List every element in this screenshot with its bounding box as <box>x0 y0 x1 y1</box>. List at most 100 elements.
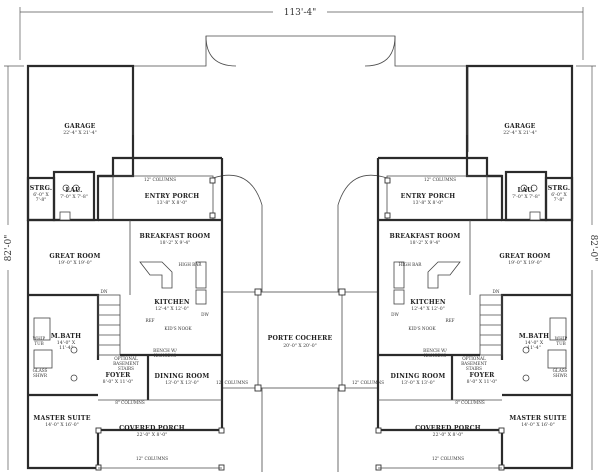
kitchen-size: 12'-4" X 12'-0" <box>411 306 445 312</box>
kids-nook-note: KID'S NOOK <box>408 326 436 331</box>
garage-size: 22'-4" X 21'-4" <box>503 130 537 136</box>
optional-note: OPTIONAL <box>462 356 486 361</box>
columns-8-note: 8" COLUMNS <box>115 400 145 405</box>
dining-room-label: DINING ROOM <box>391 373 446 380</box>
hanging-note: HANGING <box>424 353 447 358</box>
dining-room-label: DINING ROOM <box>155 373 210 380</box>
garage-label: GARAGE <box>64 123 95 130</box>
master-bath-size-2: 11'-4" <box>527 345 541 351</box>
storage-size: 6'-0" X <box>33 192 49 198</box>
shwr-note: SHWR <box>553 373 568 378</box>
right-unit <box>375 64 574 471</box>
storage-size: 6'-0" X <box>551 192 567 198</box>
basement-stairs <box>97 294 121 356</box>
dn-note: DN <box>492 289 499 294</box>
porte-column <box>338 384 346 392</box>
stairs-note: STAIRS <box>118 366 134 371</box>
dw-note: DW <box>201 312 209 317</box>
great-room-label: GREAT ROOM <box>499 253 550 260</box>
glass-note: GLASS <box>553 368 568 373</box>
whip-note: WHIP <box>33 336 46 341</box>
master-bath-size: 14'-0" X <box>57 340 76 346</box>
whip-note: WHIP <box>555 336 568 341</box>
columns-note: 12" COLUMNS <box>144 177 176 182</box>
master-suite-label: MASTER SUITE <box>33 415 90 422</box>
covered-porch-label: COVERED PORCH <box>415 425 481 432</box>
columns-note: 12" COLUMNS <box>216 380 248 385</box>
covered-porch-label: COVERED PORCH <box>119 425 185 432</box>
storage-label: STRG. <box>30 185 52 192</box>
breakfast-room-size: 18'-2" X 9'-4" <box>410 240 441 246</box>
ref-note: REF <box>445 318 454 323</box>
kitchen-label: KITCHEN <box>410 299 446 306</box>
porte-column <box>254 384 262 392</box>
overall-depth-dimension-left: 82'-0" <box>4 65 24 470</box>
dining-room-size: 13'-0" X 13'-0" <box>165 380 199 386</box>
great-room-size: 19'-0" X 19'-0" <box>508 260 542 266</box>
bench-note: BENCH W/ <box>153 348 177 353</box>
garage-size: 22'-4" X 21'-4" <box>63 130 97 136</box>
foyer-size: 8'-0" X 11'-0" <box>467 379 498 385</box>
breakfast-room-label: BREAKFAST ROOM <box>390 233 461 240</box>
foyer-size: 8'-0" X 11'-0" <box>103 379 134 385</box>
tub-note: TUB <box>34 341 43 346</box>
hanging-note: HANGING <box>154 353 177 358</box>
high-bar-note: HIGH BAR <box>399 262 423 267</box>
great-room-size: 19'-0" X 19'-0" <box>58 260 92 266</box>
kitchen-label: KITCHEN <box>154 299 190 306</box>
columns-8-note: 8" COLUMNS <box>455 400 485 405</box>
covered-porch-size: 22'-0" X 8'-0" <box>433 432 464 438</box>
master-bath-size: 14'-0" X <box>525 340 544 346</box>
porte-cochere-size: 20'-0" X 20'-0" <box>283 343 317 349</box>
laundry-label: LAU. <box>66 187 83 194</box>
basement-note: BASEMENT <box>113 361 139 366</box>
foyer-label: FOYER <box>105 372 131 379</box>
overall-depth-label-right: 82'-0" <box>588 235 598 262</box>
columns-note: 12" COLUMNS <box>432 456 464 461</box>
entry-porch-label: ENTRY PORCH <box>401 193 456 200</box>
breakfast-room-size: 18'-2" X 9'-4" <box>160 240 191 246</box>
columns-note: 12" COLUMNS <box>424 177 456 182</box>
shwr-note: SHWR <box>33 373 48 378</box>
stairs-note: STAIRS <box>466 366 482 371</box>
kitchen-size: 12'-4" X 12'-0" <box>155 306 189 312</box>
master-suite-size: 14'-0" X 16'-0" <box>45 422 79 428</box>
driveway <box>132 35 469 472</box>
great-room-label: GREAT ROOM <box>49 253 100 260</box>
optional-note: OPTIONAL <box>114 356 138 361</box>
porte-cochere-label: PORTE COCHERE <box>268 335 333 342</box>
kids-nook-note: KID'S NOOK <box>164 326 192 331</box>
master-bath-label: M.BATH <box>519 333 549 340</box>
master-bath-label: M.BATH <box>51 333 81 340</box>
high-bar-note: HIGH BAR <box>179 262 203 267</box>
master-bath-size-2: 11'-4" <box>59 345 73 351</box>
porte-column <box>338 288 346 296</box>
left-unit <box>26 64 225 471</box>
basement-note: BASEMENT <box>461 361 487 366</box>
master-suite-label: MASTER SUITE <box>509 415 566 422</box>
master-suite-size: 14'-0" X 16'-0" <box>521 422 555 428</box>
entry-porch-label: ENTRY PORCH <box>145 193 200 200</box>
foyer-label: FOYER <box>469 372 495 379</box>
porte-column <box>254 288 262 296</box>
dn-note: DN <box>100 289 107 294</box>
laundry-label: LAU. <box>518 187 535 194</box>
breakfast-room-label: BREAKFAST ROOM <box>140 233 211 240</box>
overall-width-dimension: 113'-4" <box>19 7 584 60</box>
storage-size-2: 7'-8" <box>554 197 565 203</box>
overall-depth-label-left: 82'-0" <box>4 235 14 262</box>
overall-width-label: 113'-4" <box>284 8 317 18</box>
entry-porch-size: 13'-8" X 8'-0" <box>413 200 444 206</box>
entry-porch-size: 13'-8" X 8'-0" <box>157 200 188 206</box>
storage-label: STRG. <box>548 185 570 192</box>
tub-note: TUB <box>556 341 565 346</box>
covered-porch-size: 22'-0" X 8'-0" <box>137 432 168 438</box>
bench-note: BENCH W/ <box>423 348 447 353</box>
storage-size-2: 7'-8" <box>36 197 47 203</box>
laundry-size: 7'-0" X 7'-8" <box>512 194 540 200</box>
laundry-size: 7'-0" X 7'-8" <box>60 194 88 200</box>
columns-note: 12" COLUMNS <box>136 456 168 461</box>
garage-label: GARAGE <box>504 123 535 130</box>
columns-note: 12" COLUMNS <box>352 380 384 385</box>
